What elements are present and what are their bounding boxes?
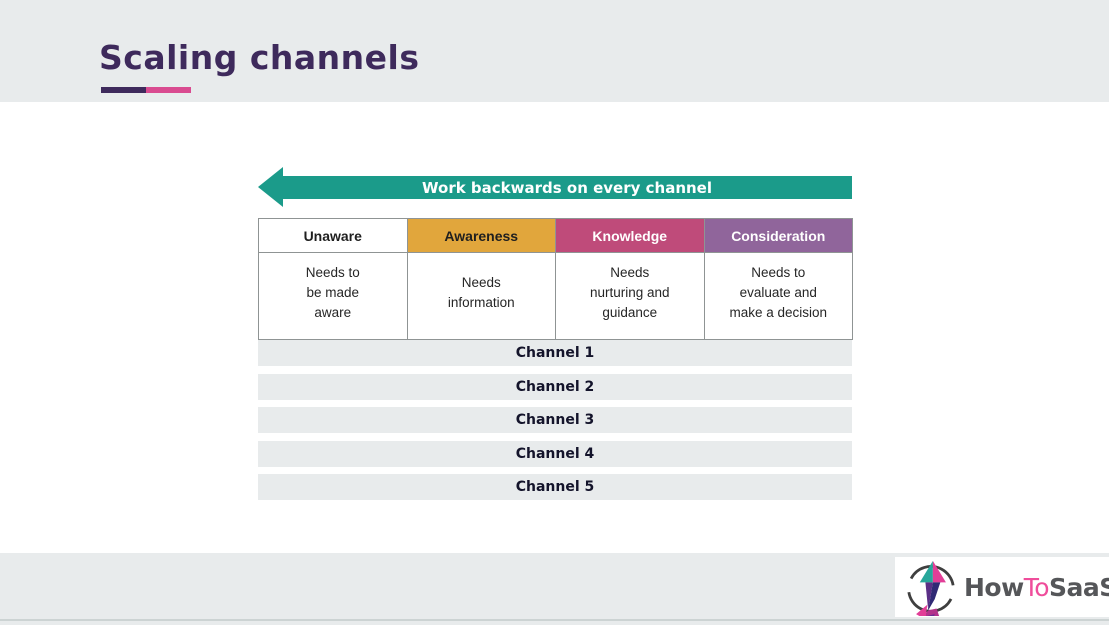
underline-pink-segment [146,87,191,93]
stage-header-consideration: Consideration [704,219,853,253]
page-title: Scaling channels [99,38,420,77]
channel-row-4: Channel 4 [258,440,852,467]
channel-row-2: Channel 2 [258,373,852,400]
work-backwards-arrow: Work backwards on every channel [258,167,852,208]
stage-header-unaware: Unaware [259,219,408,253]
footer-divider-line [0,619,1109,621]
logo-word-saas: SaaS [1049,572,1109,602]
logo-word-to: To [1023,572,1050,602]
logo-wordmark: HowToSaaS [964,573,1109,602]
title-underline [101,87,191,93]
stage-need-unaware: Needs to be made aware [259,253,408,340]
arrow-body: Work backwards on every channel [282,176,852,199]
underline-dark-segment [101,87,146,93]
arrow-left-tip-icon [258,167,283,207]
stage-header-awareness: Awareness [407,219,556,253]
slide-header-band: Scaling channels [0,0,1109,102]
stage-header-knowledge: Knowledge [556,219,705,253]
howtosaas-logo: HowToSaaS [895,557,1109,617]
slide-footer-band: HowToSaaS [0,553,1109,625]
channel-row-3: Channel 3 [258,407,852,433]
stage-need-knowledge: Needs nurturing and guidance [556,253,705,340]
stage-need-consideration: Needs to evaluate and make a decision [704,253,853,340]
channel-row-1: Channel 1 [258,340,852,366]
arrow-label: Work backwards on every channel [422,178,712,197]
channel-list: Channel 1 Channel 2 Channel 3 Channel 4 … [258,340,852,500]
stage-need-awareness: Needs information [407,253,556,340]
channel-row-5: Channel 5 [258,474,852,500]
funnel-stage-table: Unaware Awareness Knowledge Consideratio… [258,218,853,340]
logo-word-how: How [964,572,1024,602]
logo-arrow-icon [907,560,955,616]
